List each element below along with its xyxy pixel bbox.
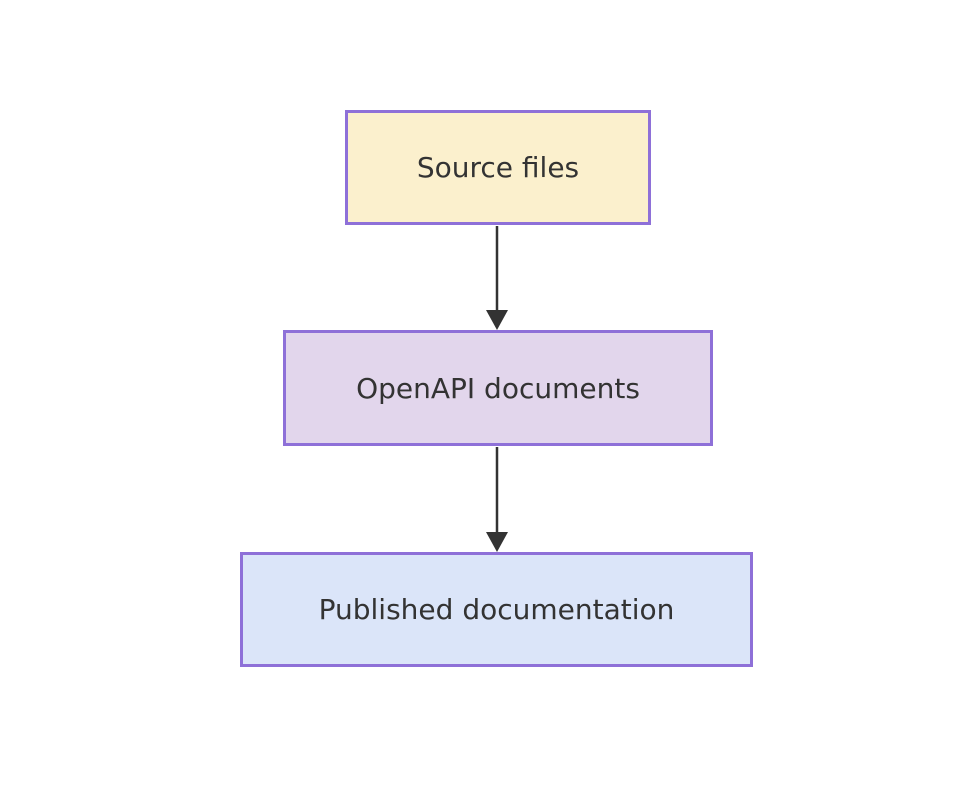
- node-published-documentation: Published documentation: [240, 552, 753, 667]
- node-published-documentation-label: Published documentation: [318, 593, 675, 626]
- node-source-files: Source files: [345, 110, 651, 225]
- arrow-source-to-openapi: [486, 226, 508, 330]
- node-source-files-label: Source files: [416, 151, 580, 184]
- node-openapi-documents-label: OpenAPI documents: [356, 371, 640, 405]
- node-openapi-documents: OpenAPI documents: [283, 330, 713, 446]
- arrow-openapi-to-published: [486, 447, 508, 552]
